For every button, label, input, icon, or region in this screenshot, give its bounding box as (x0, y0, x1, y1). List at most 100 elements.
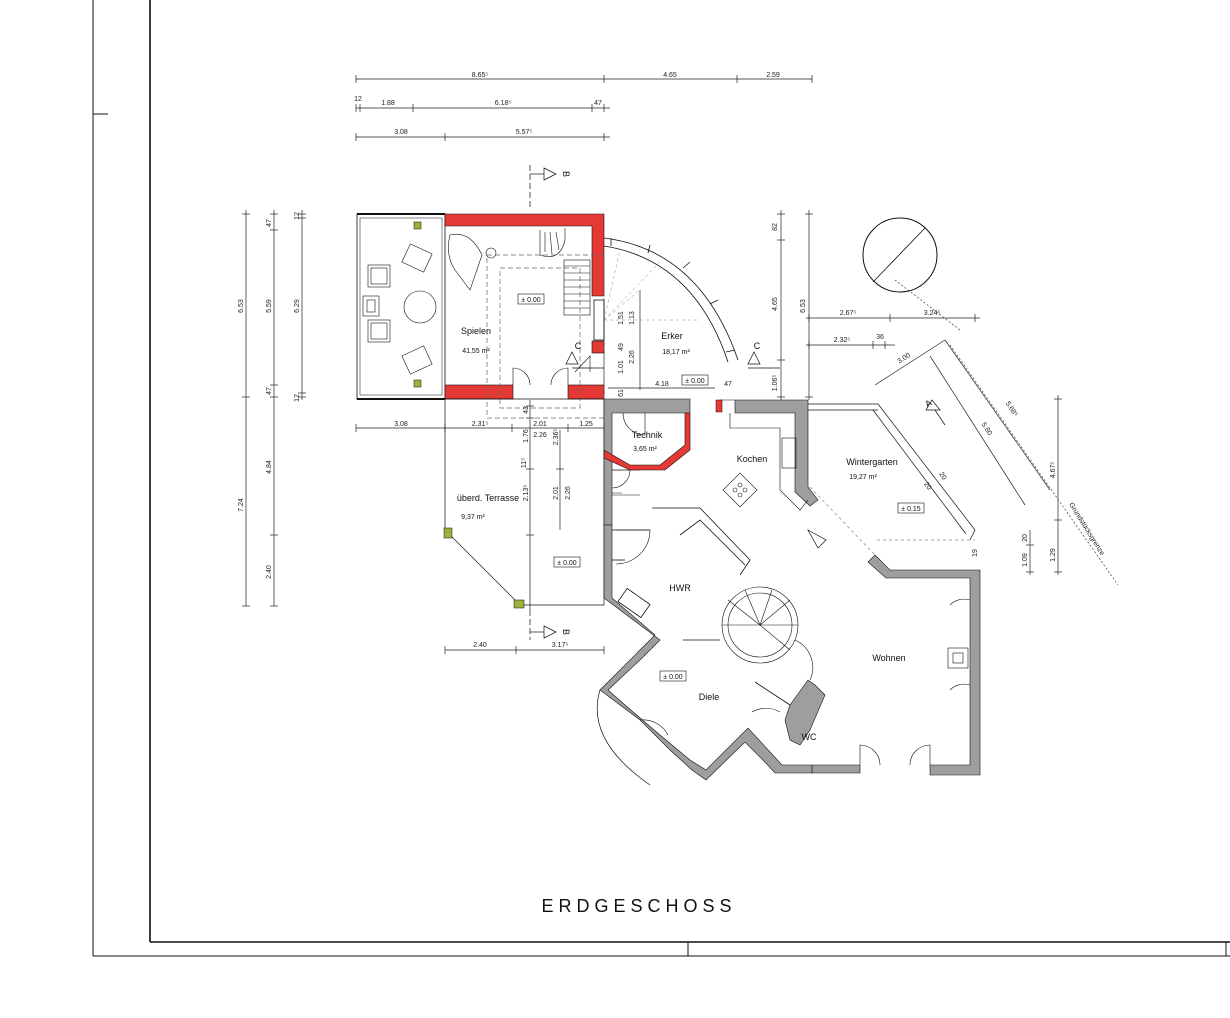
dim-label: 1.88 (381, 100, 395, 107)
dim-label: 7.24 (238, 498, 245, 512)
dim-label: 2.40 (473, 642, 487, 649)
dim-label: 2.01 (553, 486, 560, 500)
dim-label: 5.80 (980, 422, 993, 437)
dim-label: 43 (523, 406, 530, 414)
spiral-stair-icon (721, 586, 799, 664)
dimension-chains-top (355, 75, 813, 141)
dim-label: 20 (937, 471, 947, 481)
dimension-chains-right (777, 210, 1062, 575)
dim-label: 49 (618, 343, 625, 351)
dimension-chains-middle (355, 290, 715, 610)
door-swings (611, 412, 971, 766)
dim-label: 2.01 (533, 421, 547, 428)
dim-label: 11⁵ (521, 458, 528, 468)
level-marker: ± 0.00 (553, 556, 581, 568)
dim-label: 4.67⁵ (1050, 462, 1057, 479)
dim-label: 3.17⁵ (552, 642, 569, 649)
dim-label: 20 (922, 481, 932, 491)
sheet-title: ERDGESCHOSS (541, 896, 736, 916)
dim-label: 20 (1022, 534, 1029, 542)
dim-label: 12 (294, 394, 301, 402)
playroom-furniture (362, 233, 497, 375)
room-name-wintergarten: Wintergarten (846, 457, 898, 467)
dim-label: 1.29 (1050, 548, 1057, 562)
level-marker: ± 0.00 (659, 670, 687, 682)
dim-label: 61 (618, 389, 625, 397)
dimension-labels-top: 8.65⁵ 4.65 2.59 12 1.88 6.18⁵ 47 3.08 5.… (354, 72, 780, 136)
dimension-labels-left: 6.53 5.59 6.29 47 12 47 12 7.24 4.84 2.4… (238, 212, 301, 579)
room-name-kochen: Kochen (737, 454, 768, 464)
level-marker: ± 0.00 (681, 374, 709, 386)
dim-label: 47 (266, 219, 273, 227)
level-marker: ± 0.15 (897, 502, 925, 514)
dimension-labels-right: 6.53 4.65 82 1.06⁵ 2.67⁵ 3.24⁵ 2.32⁵ 36 … (772, 223, 1057, 567)
dim-label: 47 (724, 381, 732, 388)
dim-label: 47 (594, 100, 602, 107)
dim-label: 2.40 (266, 565, 273, 579)
dim-label: 2.26 (629, 350, 636, 364)
section-label: C (754, 341, 761, 351)
property-boundary: Grundstücksgrenze (894, 279, 1119, 586)
dim-label: 12 (354, 96, 362, 103)
playroom-stair-icon (539, 228, 591, 316)
dim-label: 4.65 (663, 72, 677, 79)
support-post-icon (413, 221, 422, 230)
section-label: C (575, 341, 582, 351)
main-house-walls (596, 398, 981, 786)
room-labels: Spielen 41,55 m² Erker 18,17 m² Technik … (457, 326, 906, 742)
dim-label: 6.53 (238, 299, 245, 313)
room-name-wohnen: Wohnen (872, 653, 905, 663)
room-name-technik: Technik (632, 430, 663, 440)
dimension-chains-left (242, 210, 306, 607)
svg-text:± 0.00: ± 0.00 (557, 560, 577, 567)
room-name-terrasse: überd. Terrasse (457, 493, 519, 503)
svg-text:± 0.00: ± 0.00 (663, 674, 683, 681)
support-post-icon (413, 379, 422, 388)
dim-label: 1.01 (618, 360, 625, 374)
dimension-labels-middle: 3.08 2.31⁵ 2.01 1.25 2.26 1.76 2.36⁵ 11⁵… (394, 311, 732, 501)
room-area-wintergarten: 19,27 m² (849, 474, 877, 481)
dim-label: 1.06⁵ (772, 375, 779, 392)
dim-label: 2.32⁵ (834, 337, 851, 344)
playroom-door-icon (512, 355, 591, 386)
dim-label: 5.57⁵ (516, 129, 533, 136)
room-area-erker: 18,17 m² (662, 349, 690, 356)
north-arrow-icon (862, 217, 938, 293)
dim-label: 82 (772, 223, 779, 231)
dimension-labels-bottom: 2.40 3.17⁵ (473, 642, 568, 649)
section-markers (529, 165, 946, 640)
playroom-extension (356, 213, 605, 419)
dim-label: 8.65⁵ (472, 72, 489, 79)
section-marker-labels: B B C C A (561, 171, 934, 635)
room-area-spielen: 41,55 m² (462, 348, 490, 355)
room-area-terrasse: 9,37 m² (461, 514, 485, 521)
dim-label: 6.53 (800, 299, 807, 313)
room-name-hwr: HWR (669, 583, 691, 593)
boundary-label: Grundstücksgrenze (1067, 502, 1105, 557)
dim-label: 3.00 (897, 352, 912, 365)
dim-label: 2.67⁵ (840, 310, 857, 317)
section-label: A (923, 398, 933, 410)
dim-label: 6.18⁵ (495, 100, 512, 107)
dim-label: 2.26 (565, 486, 572, 500)
dim-label: 1.76 (523, 429, 530, 443)
dim-label: 5.68⁵ (1004, 400, 1019, 418)
dim-label: 1.13 (629, 311, 636, 325)
dim-label: 2.13⁵ (523, 485, 530, 502)
level-markers: ± 0.00 ± 0.00 ± 0.00 ± 0.00 ± 0.15 (517, 293, 925, 682)
room-area-technik: 3,65 m² (633, 446, 657, 453)
dim-label: 1.51 (618, 311, 625, 325)
dim-label: 5.59 (266, 299, 273, 313)
dim-label: 6.29 (294, 299, 301, 313)
section-label: B (561, 171, 571, 177)
dim-label: 2.36⁵ (553, 429, 560, 446)
svg-text:± 0.15: ± 0.15 (901, 506, 921, 513)
room-name-spielen: Spielen (461, 326, 491, 336)
room-name-diele: Diele (699, 692, 720, 702)
room-name-wc: WC (802, 732, 817, 742)
room-name-erker: Erker (661, 331, 683, 341)
dim-label: 4.84 (266, 460, 273, 474)
fireplace-icon (947, 647, 969, 669)
dimension-chain-bottom (444, 646, 605, 654)
